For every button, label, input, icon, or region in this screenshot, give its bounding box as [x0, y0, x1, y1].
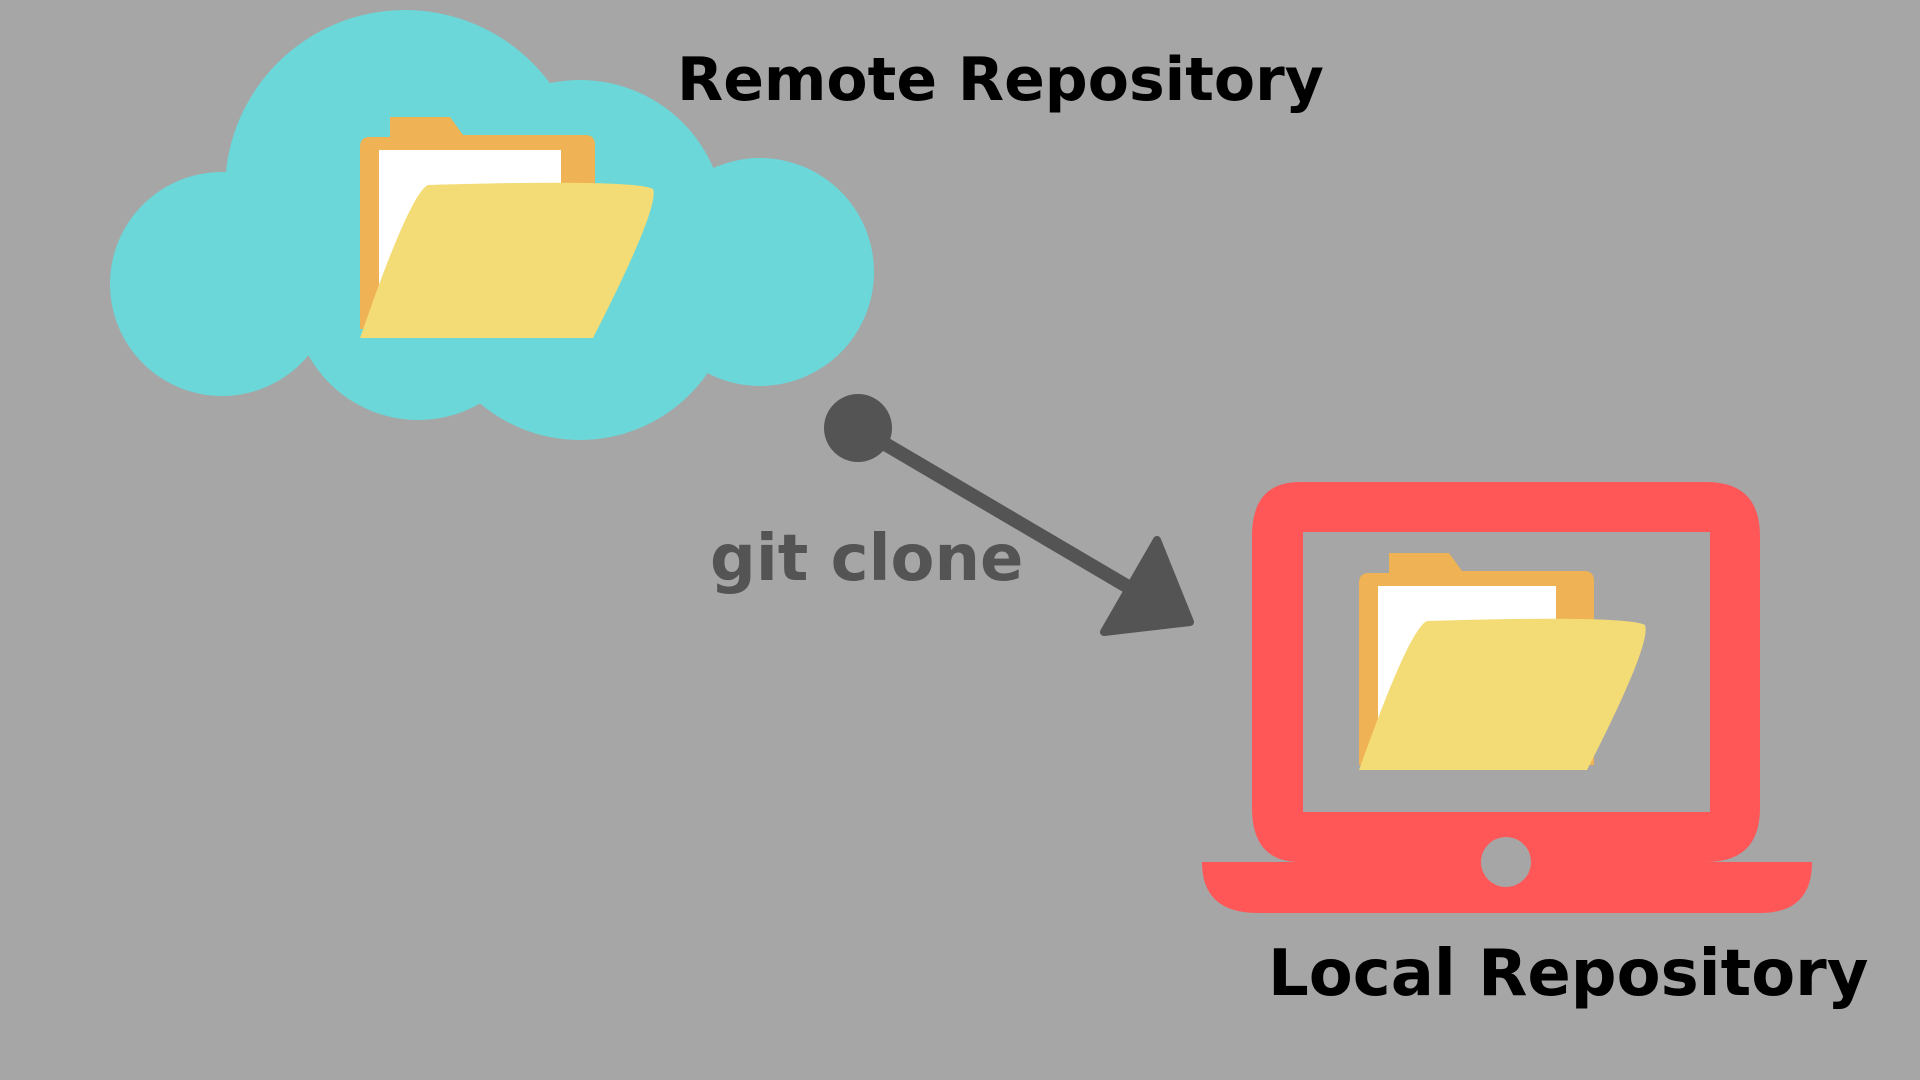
- clone-arrow: [824, 394, 1194, 636]
- laptop-camera-dot: [1481, 837, 1531, 887]
- folder-front: [1359, 618, 1646, 770]
- git-clone-label: git clone: [710, 522, 1023, 596]
- local-folder-icon: [1359, 553, 1646, 770]
- remote-folder-icon: [360, 117, 654, 338]
- folder-front: [360, 182, 654, 338]
- arrow-shaft: [854, 421, 1134, 595]
- local-repository-label: Local Repository: [1268, 937, 1868, 1011]
- arrow-head: [1100, 536, 1194, 636]
- laptop-base: [1202, 862, 1812, 913]
- laptop-icon: [1202, 482, 1812, 913]
- laptop-screen-frame: [1252, 482, 1760, 862]
- remote-repository-label: Remote Repository: [677, 45, 1324, 115]
